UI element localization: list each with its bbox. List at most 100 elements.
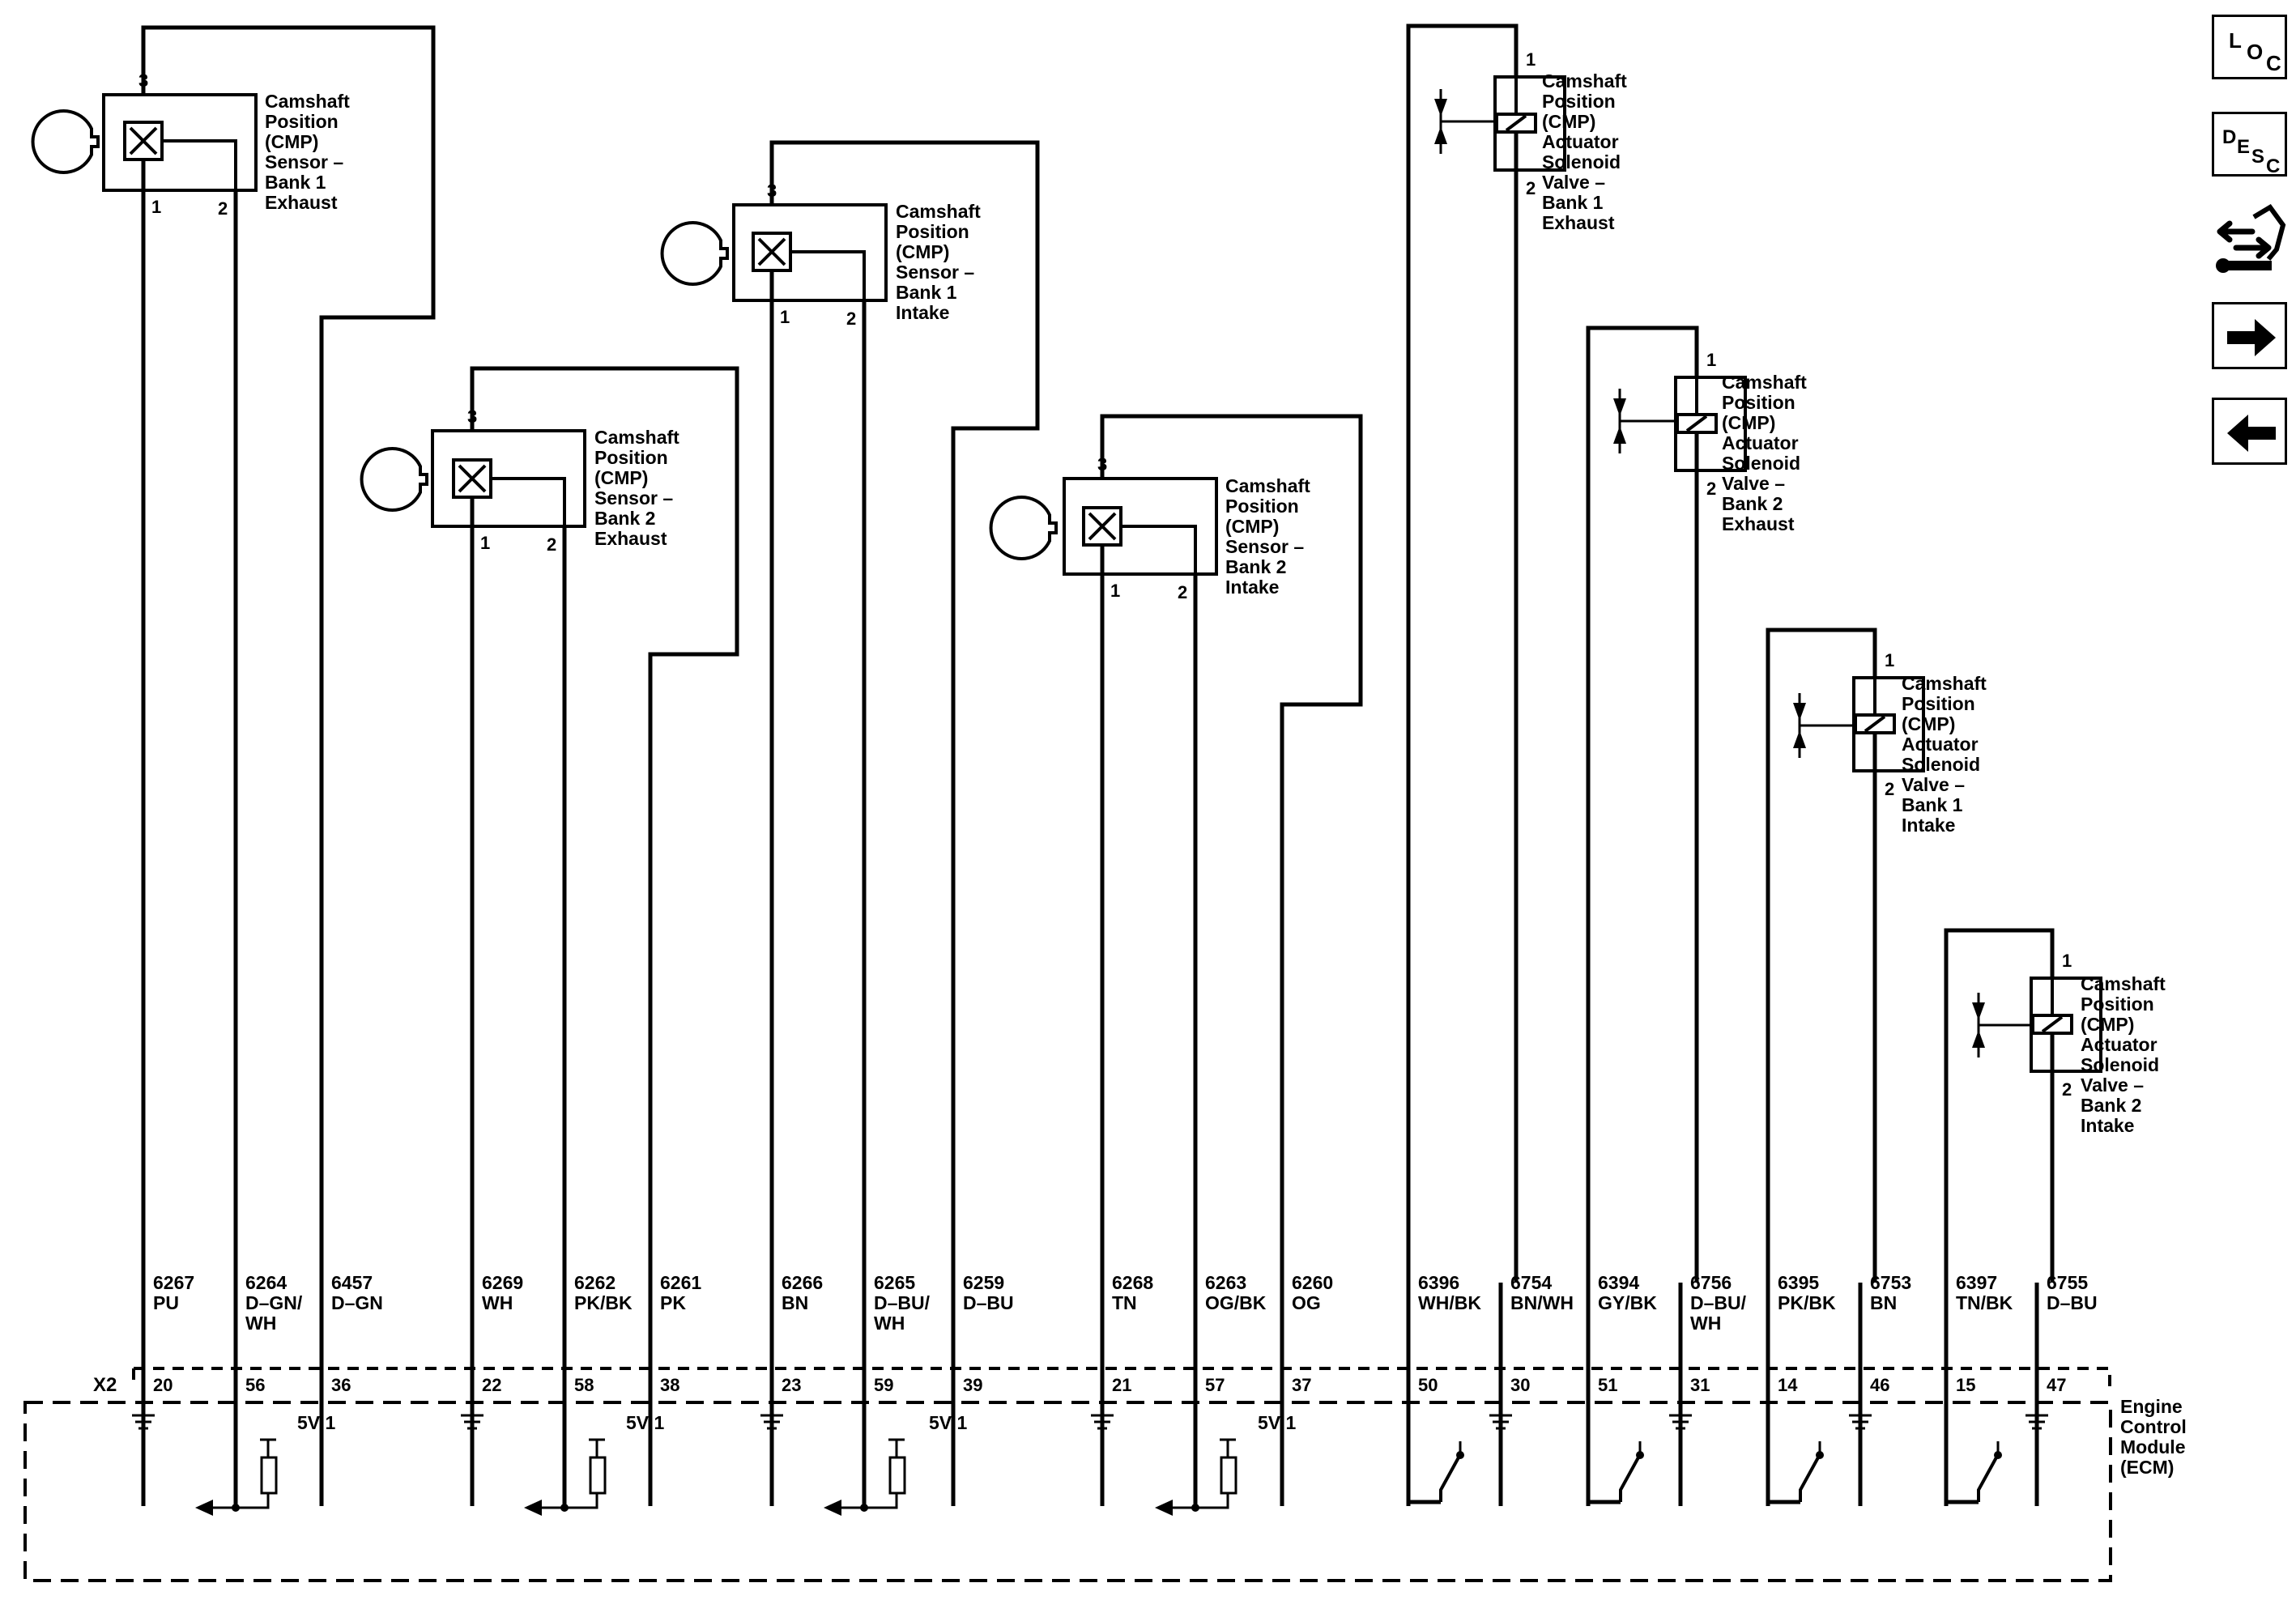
wire-color: TN bbox=[1112, 1292, 1137, 1313]
component-name: Intake bbox=[2081, 1115, 2134, 1136]
location-icon: L O C bbox=[2229, 28, 2281, 75]
circuit-number: 6263 bbox=[1205, 1272, 1246, 1293]
signal-input-arrow-icon bbox=[524, 1500, 542, 1516]
sensor-housing bbox=[102, 93, 258, 192]
sensor-signal-lead bbox=[790, 250, 866, 300]
component-name: Valve – bbox=[1902, 774, 1965, 795]
pin-label: 2 bbox=[1526, 178, 1536, 198]
solenoid-coil-slash bbox=[1685, 415, 1708, 432]
component-name: Camshaft bbox=[594, 427, 679, 448]
resistor-icon bbox=[888, 1456, 906, 1495]
component-name: Bank 1 bbox=[265, 172, 326, 193]
component-symbols bbox=[23, 75, 2112, 1582]
hall-element-cross bbox=[458, 464, 487, 493]
previous-page-button[interactable] bbox=[2212, 398, 2287, 465]
low-side-driver-switch-icon bbox=[1799, 1457, 1820, 1502]
circuit-number: 6264 bbox=[245, 1272, 287, 1293]
signal-input-arrow-icon bbox=[824, 1500, 841, 1516]
reluctor-wheel-icon bbox=[660, 221, 729, 286]
sensor-housing bbox=[431, 429, 586, 528]
resistor-icon bbox=[589, 1456, 607, 1495]
terminal-number: 56 bbox=[245, 1375, 265, 1395]
wire-color: BN/WH bbox=[1510, 1292, 1574, 1313]
wire-color: GY/BK bbox=[1598, 1292, 1657, 1313]
component-name: Position bbox=[1902, 693, 1975, 714]
component-name: Intake bbox=[1902, 815, 1955, 836]
svg-text:C: C bbox=[2266, 51, 2281, 75]
ecm-label: Control bbox=[2120, 1416, 2187, 1437]
circuit-number: 6259 bbox=[963, 1272, 1004, 1293]
solenoid-coil-slash bbox=[1505, 114, 1527, 132]
wiring-lines bbox=[141, 23, 2055, 1506]
circuit-number: 6267 bbox=[153, 1272, 194, 1293]
wire-color: PK/BK bbox=[574, 1292, 633, 1313]
signal-input-lead bbox=[840, 1493, 898, 1509]
pin-label: 2 bbox=[846, 309, 856, 329]
pin-label: 2 bbox=[2062, 1079, 2072, 1100]
supply-label: 5V 1 bbox=[929, 1412, 968, 1433]
circuit-number: 6755 bbox=[2047, 1272, 2088, 1293]
component-name: Actuator bbox=[1542, 131, 1619, 152]
reluctor-wheel-icon bbox=[360, 447, 428, 512]
component-name: Solenoid bbox=[1722, 453, 1800, 474]
pin-label: 3 bbox=[1097, 454, 1107, 474]
pin-label: 3 bbox=[138, 70, 148, 91]
component-name: Camshaft bbox=[265, 91, 350, 112]
component-name: Camshaft bbox=[1902, 673, 1987, 694]
solenoid-control-wire bbox=[1586, 326, 1699, 1504]
component-name: Actuator bbox=[2081, 1034, 2158, 1055]
circuit-number: 6753 bbox=[1870, 1272, 1911, 1293]
wire-color: D–BU bbox=[2047, 1292, 2098, 1313]
wire-color: PK bbox=[660, 1292, 686, 1313]
signal-input-lead bbox=[1171, 1493, 1229, 1509]
component-name: Intake bbox=[1225, 577, 1279, 598]
component-name: Position bbox=[1542, 91, 1616, 112]
component-name: Bank 1 bbox=[896, 282, 957, 303]
wire-color: WH bbox=[1690, 1313, 1721, 1334]
sensor-signal-lead bbox=[1121, 525, 1197, 574]
svg-text:C: C bbox=[2266, 155, 2280, 177]
circuit-number: 6268 bbox=[1112, 1272, 1153, 1293]
pin-label: 1 bbox=[1706, 350, 1716, 370]
component-name: Bank 2 bbox=[2081, 1095, 2141, 1116]
next-page-button[interactable] bbox=[2212, 302, 2287, 369]
terminal-number: 46 bbox=[1870, 1375, 1889, 1395]
sensor-housing bbox=[1063, 477, 1218, 576]
component-name: Solenoid bbox=[1902, 754, 1980, 775]
wire-color: WH bbox=[245, 1313, 276, 1334]
circuit-number: 6269 bbox=[482, 1272, 523, 1293]
description-button[interactable]: D E S C bbox=[2212, 112, 2287, 177]
pin-label: 2 bbox=[1885, 779, 1894, 799]
reluctor-wheel-icon bbox=[989, 496, 1058, 560]
circuit-number: 6265 bbox=[874, 1272, 915, 1293]
svg-text:E: E bbox=[2237, 136, 2250, 158]
pin-label: 2 bbox=[218, 198, 228, 219]
location-button[interactable]: L O C bbox=[2212, 15, 2287, 79]
component-name: Actuator bbox=[1902, 734, 1979, 755]
circuit-number: 6756 bbox=[1690, 1272, 1732, 1293]
component-name: Bank 1 bbox=[1902, 794, 1963, 815]
previous-page-icon bbox=[2227, 415, 2276, 452]
component-name: Bank 2 bbox=[1225, 556, 1286, 577]
component-name: Camshaft bbox=[896, 201, 981, 222]
component-name: Exhaust bbox=[265, 192, 338, 213]
terminal-number: 47 bbox=[2047, 1375, 2066, 1395]
connector-repair-button[interactable] bbox=[2212, 201, 2287, 278]
wire-color: D–GN bbox=[331, 1292, 383, 1313]
ecm-label: Engine bbox=[2120, 1396, 2183, 1417]
next-page-icon bbox=[2227, 319, 2276, 356]
wire-color: OG bbox=[1292, 1292, 1321, 1313]
ecm-label: (ECM) bbox=[2120, 1457, 2174, 1478]
supply-label: 5V 1 bbox=[297, 1412, 336, 1433]
terminal-number: 57 bbox=[1205, 1375, 1225, 1395]
resistor-icon bbox=[260, 1456, 278, 1495]
signal-input-arrow-icon bbox=[195, 1500, 213, 1516]
terminal-number: 39 bbox=[963, 1375, 982, 1395]
connector-repair-icon bbox=[2216, 204, 2286, 273]
component-name: Sensor – bbox=[594, 487, 673, 509]
component-name: Camshaft bbox=[2081, 973, 2166, 994]
component-name: (CMP) bbox=[265, 131, 318, 152]
circuit-number: 6261 bbox=[660, 1272, 701, 1293]
wire-color: D–BU/ bbox=[874, 1292, 931, 1313]
